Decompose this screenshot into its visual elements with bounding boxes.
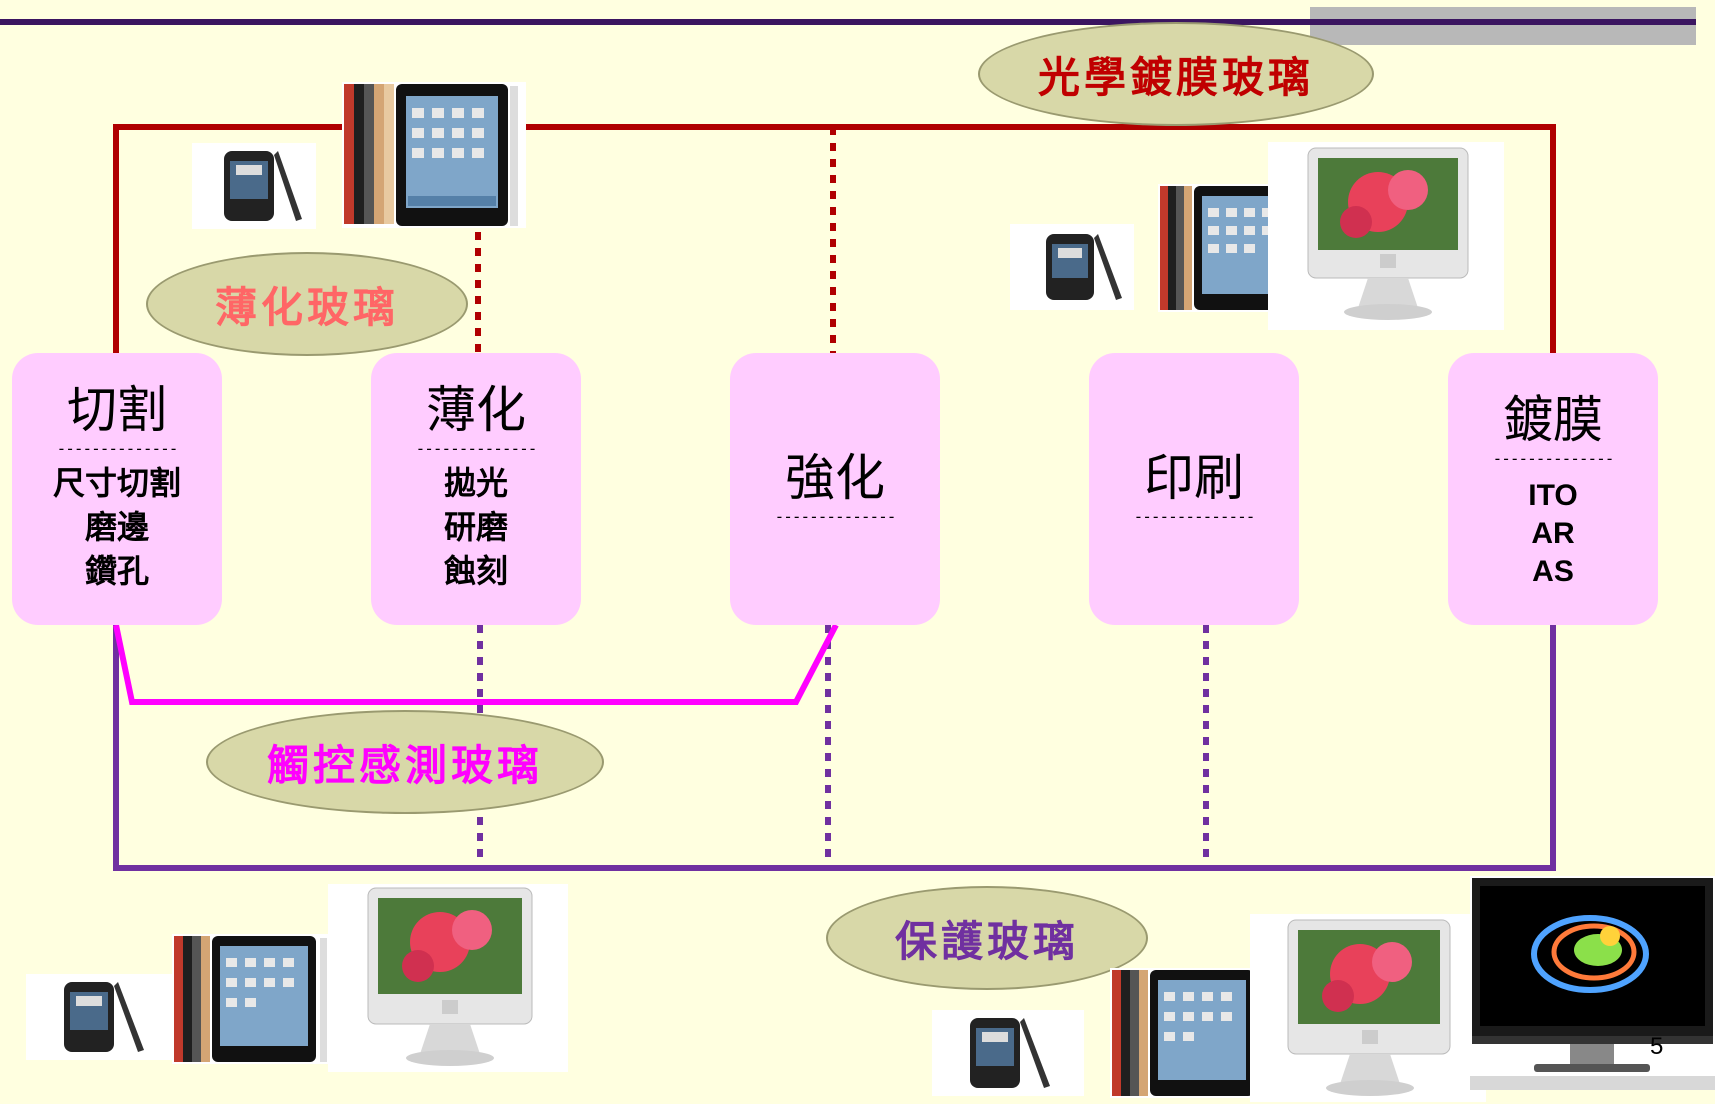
step-coating-item: ITO bbox=[1528, 479, 1578, 512]
tablet-image bbox=[1110, 968, 1270, 1098]
step-coating-title: 鍍膜 bbox=[1503, 391, 1603, 449]
title-rule bbox=[0, 19, 1310, 25]
step-thinning-item: 研磨 bbox=[443, 508, 508, 546]
step-coating-item: AS bbox=[1532, 555, 1574, 588]
protective-glass-line bbox=[113, 625, 1556, 871]
step-coating-item: AR bbox=[1531, 517, 1575, 550]
step-printing-title: 印刷 bbox=[1144, 449, 1244, 507]
step-thinning-divider: -------------- bbox=[415, 439, 538, 458]
smartphone-image bbox=[1010, 224, 1134, 310]
smartphone-image bbox=[192, 143, 316, 229]
step-thinning-title: 薄化 bbox=[426, 381, 526, 439]
step-printing-divider: -------------- bbox=[1133, 507, 1256, 526]
step-cutting-title: 切割 bbox=[67, 381, 167, 439]
step-thinning-item: 拋光 bbox=[443, 464, 508, 502]
television-image bbox=[1470, 876, 1715, 1090]
step-thinning: 薄化 -------------- 拋光 研磨 蝕刻 bbox=[371, 353, 581, 625]
step-coating: 鍍膜 -------------- ITO AR AS bbox=[1448, 353, 1658, 625]
monitor-image bbox=[1268, 142, 1504, 330]
monitor-image bbox=[1250, 914, 1486, 1102]
page-number: 5 bbox=[1650, 1033, 1664, 1060]
tablet-image bbox=[172, 934, 332, 1064]
step-thinning-items: 拋光 研磨 蝕刻 bbox=[371, 461, 581, 593]
step-coating-items: ITO AR AS bbox=[1448, 477, 1658, 591]
step-printing: 印刷 -------------- bbox=[1089, 353, 1299, 625]
step-strengthening: 強化 -------------- bbox=[730, 353, 940, 625]
step-coating-divider: -------------- bbox=[1492, 449, 1615, 468]
step-cutting-items: 尺寸切割 磨邊 鑽孔 bbox=[12, 461, 222, 593]
step-cutting-item: 尺寸切割 bbox=[52, 464, 181, 502]
title-bar-accent bbox=[1310, 7, 1696, 45]
label-optical-coating-glass: 光學鍍膜玻璃 bbox=[978, 22, 1374, 126]
label-touch-sensor-glass: 觸控感測玻璃 bbox=[206, 710, 604, 814]
label-protective-glass: 保護玻璃 bbox=[826, 886, 1148, 990]
smartphone-image bbox=[26, 974, 176, 1060]
step-cutting-divider: -------------- bbox=[56, 439, 179, 458]
touch-glass-line bbox=[113, 623, 839, 705]
step-strengthening-divider: -------------- bbox=[774, 507, 897, 526]
step-thinning-item: 蝕刻 bbox=[443, 552, 508, 590]
step-strengthening-title: 強化 bbox=[785, 449, 885, 507]
tablet-image bbox=[342, 82, 526, 228]
step-cutting: 切割 -------------- 尺寸切割 磨邊 鑽孔 bbox=[12, 353, 222, 625]
monitor-image bbox=[328, 884, 568, 1072]
step-cutting-item: 磨邊 bbox=[84, 508, 149, 546]
step-cutting-item: 鑽孔 bbox=[84, 552, 149, 590]
label-thinned-glass: 薄化玻璃 bbox=[146, 252, 468, 356]
smartphone-image bbox=[932, 1010, 1084, 1096]
title-rule-right bbox=[1310, 19, 1696, 25]
